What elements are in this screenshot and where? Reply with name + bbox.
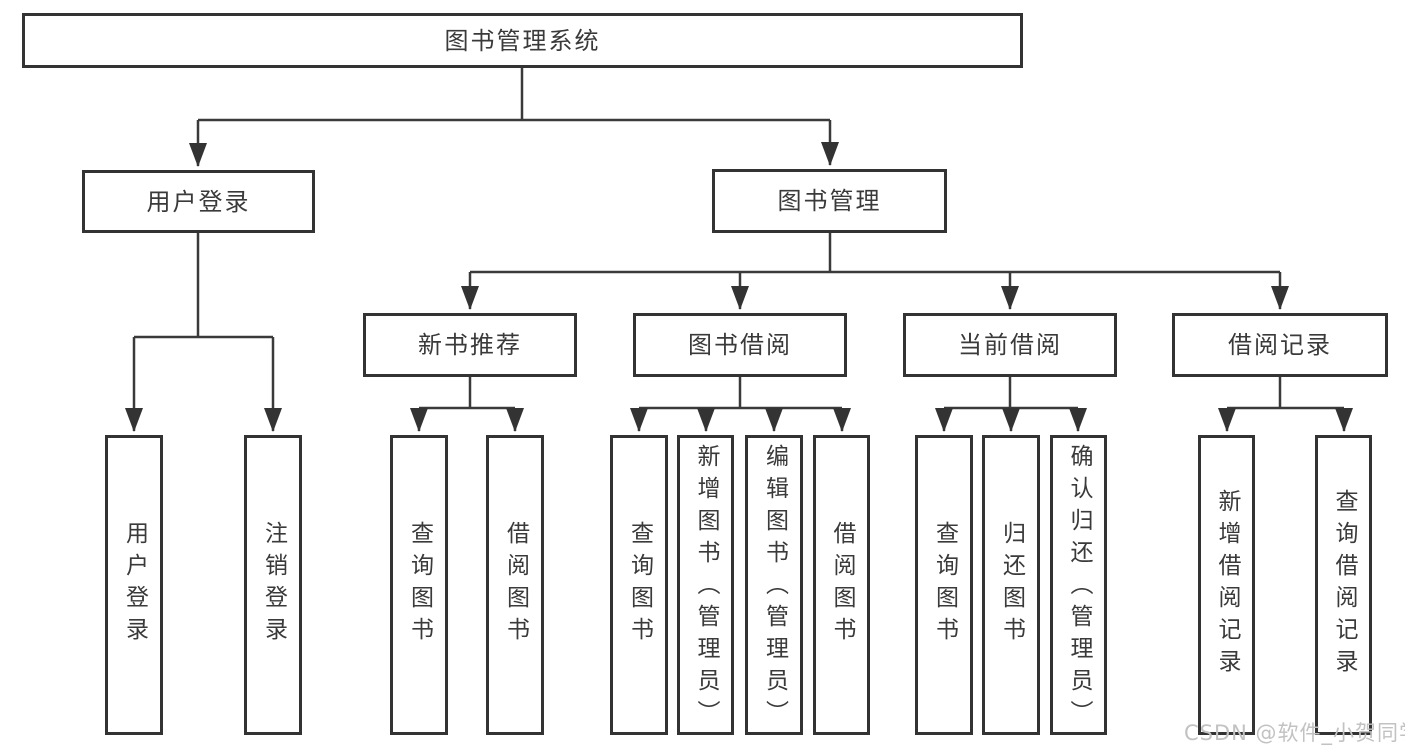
- node-current-borrow: 当前借阅: [903, 313, 1117, 377]
- leaf-query-borrow-record: 查询借阅记录: [1315, 435, 1372, 735]
- leaf-recommend-query-book-label: 查询图书: [406, 521, 433, 649]
- leaf-confirm-return-admin: 确认归还（管理员）: [1050, 435, 1107, 735]
- leaf-confirm-return-admin-label: 确认归还（管理员）: [1066, 444, 1092, 732]
- leaf-current-query-book: 查询图书: [915, 435, 973, 735]
- node-book-borrow-label: 图书借阅: [688, 331, 792, 359]
- leaf-add-book-admin-label: 新增图书（管理员）: [693, 444, 719, 732]
- leaf-recommend-query-book: 查询图书: [390, 435, 448, 735]
- leaf-query-borrow-record-label: 查询借阅记录: [1331, 489, 1357, 681]
- leaf-recommend-borrow-book-label: 借阅图书: [502, 521, 529, 649]
- leaf-logout: 注销登录: [244, 435, 302, 735]
- leaf-add-borrow-record-label: 新增借阅记录: [1214, 489, 1240, 681]
- leaf-edit-book-admin-label: 编辑图书（管理员）: [761, 444, 788, 732]
- node-new-book-recommend-label: 新书推荐: [418, 331, 522, 359]
- leaf-user-login: 用户登录: [105, 435, 163, 735]
- leaf-user-login-label: 用户登录: [121, 521, 148, 649]
- node-book-management-label: 图书管理: [777, 187, 882, 215]
- leaf-borrow-query-book-label: 查询图书: [626, 521, 653, 649]
- node-book-borrow: 图书借阅: [633, 313, 847, 377]
- node-root-label: 图书管理系统: [444, 26, 601, 55]
- leaf-return-book-label: 归还图书: [998, 521, 1025, 649]
- node-new-book-recommend: 新书推荐: [363, 313, 577, 377]
- leaf-recommend-borrow-book: 借阅图书: [486, 435, 544, 735]
- node-borrow-record-label: 借阅记录: [1228, 331, 1332, 359]
- watermark: CSDN @软件_小贺同学: [1184, 721, 1405, 745]
- leaf-borrow-query-book: 查询图书: [610, 435, 668, 735]
- leaf-add-book-admin: 新增图书（管理员）: [677, 435, 734, 735]
- leaf-add-borrow-record: 新增借阅记录: [1198, 435, 1255, 735]
- node-root: 图书管理系统: [22, 13, 1023, 68]
- leaf-logout-label: 注销登录: [260, 521, 287, 649]
- node-borrow-record: 借阅记录: [1172, 313, 1388, 377]
- leaf-edit-book-admin: 编辑图书（管理员）: [745, 435, 803, 735]
- node-user-login-label: 用户登录: [146, 187, 251, 216]
- leaf-borrow-book-label: 借阅图书: [829, 521, 855, 649]
- leaf-current-query-book-label: 查询图书: [931, 521, 958, 649]
- node-user-login: 用户登录: [82, 170, 315, 233]
- node-current-borrow-label: 当前借阅: [958, 331, 1062, 359]
- leaf-return-book: 归还图书: [982, 435, 1040, 735]
- node-book-management: 图书管理: [712, 169, 947, 233]
- leaf-borrow-book: 借阅图书: [813, 435, 870, 735]
